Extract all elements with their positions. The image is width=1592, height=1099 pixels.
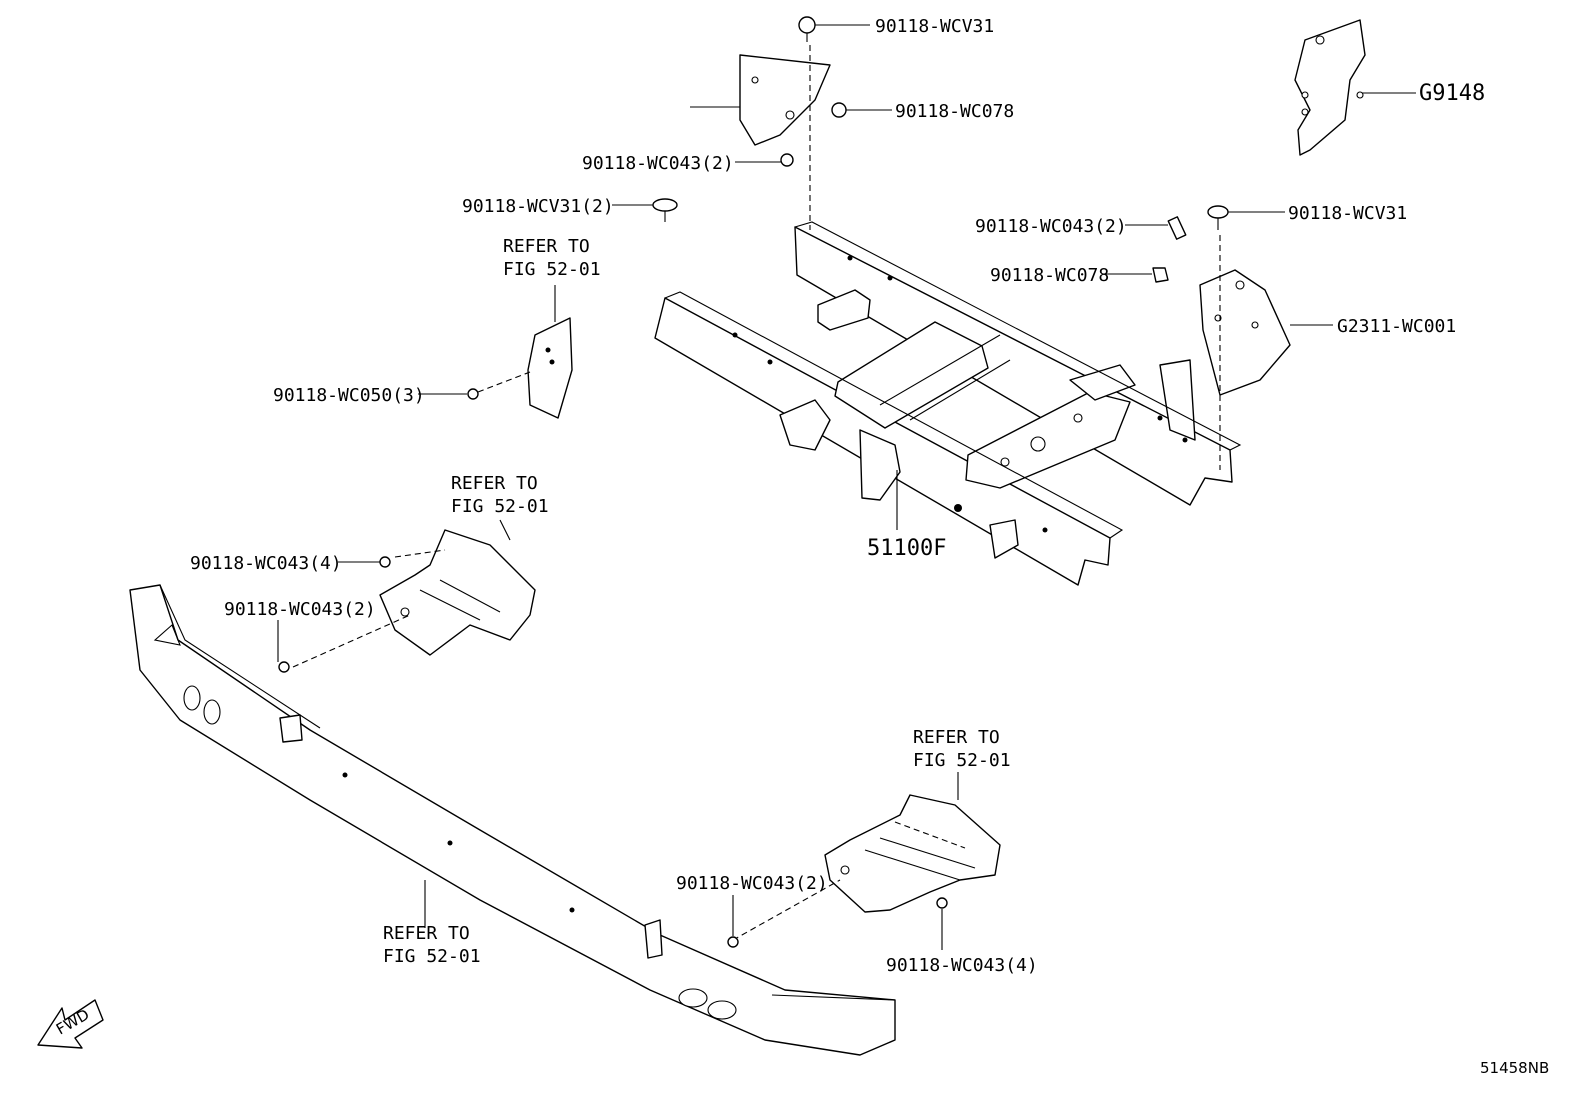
frame-assembly xyxy=(654,221,1242,586)
diagram-code: 51458NB xyxy=(1480,1059,1549,1077)
label-wc078-right: 90118-WC078 xyxy=(990,265,1109,286)
refer-to-line1-d: REFER TO xyxy=(383,923,470,944)
refer-to-line1-b: REFER TO xyxy=(451,473,538,494)
bracket-g9148 xyxy=(1294,19,1416,156)
refer-to-line1-a: REFER TO xyxy=(503,236,590,257)
refer-to-line2-d: FIG 52-01 xyxy=(383,946,481,967)
label-wc043-2-left: 90118-WC043(2) xyxy=(224,599,376,620)
refer-to-line1-c: REFER TO xyxy=(913,727,1000,748)
label-frame-51100f: 51100F xyxy=(867,536,946,561)
label-wc043-2-top: 90118-WC043(2) xyxy=(582,153,734,174)
label-wc050-3: 90118-WC050(3) xyxy=(273,385,425,406)
label-wc043-4-left: 90118-WC043(4) xyxy=(190,553,342,574)
label-wc043-4-bottom: 90118-WC043(4) xyxy=(886,955,1038,976)
refer-to-line2-a: FIG 52-01 xyxy=(503,259,601,280)
upper-bracket-group xyxy=(612,16,892,230)
fwd-arrow-icon: FWD xyxy=(37,999,104,1049)
left-mount-bracket xyxy=(277,519,536,673)
label-wc043-2-right: 90118-WC043(2) xyxy=(975,216,1127,237)
right-bracket-g2311 xyxy=(1105,205,1333,470)
label-g9148: G9148 xyxy=(1419,81,1485,106)
label-wc078-top: 90118-WC078 xyxy=(895,101,1014,122)
label-wc043-2-bottom: 90118-WC043(2) xyxy=(676,873,828,894)
front-bumper-beam xyxy=(129,584,896,1056)
label-wcv31-right: 90118-WCV31 xyxy=(1288,203,1407,224)
refer-to-line2-c: FIG 52-01 xyxy=(913,750,1011,771)
left-small-bracket xyxy=(418,285,573,419)
refer-to-line2-b: FIG 52-01 xyxy=(451,496,549,517)
right-mount-bracket xyxy=(727,772,1001,950)
label-wcv31-top: 90118-WCV31 xyxy=(875,16,994,37)
label-g2311: G2311-WC001 xyxy=(1337,316,1456,337)
label-wcv31-2: 90118-WCV31(2) xyxy=(462,196,614,217)
